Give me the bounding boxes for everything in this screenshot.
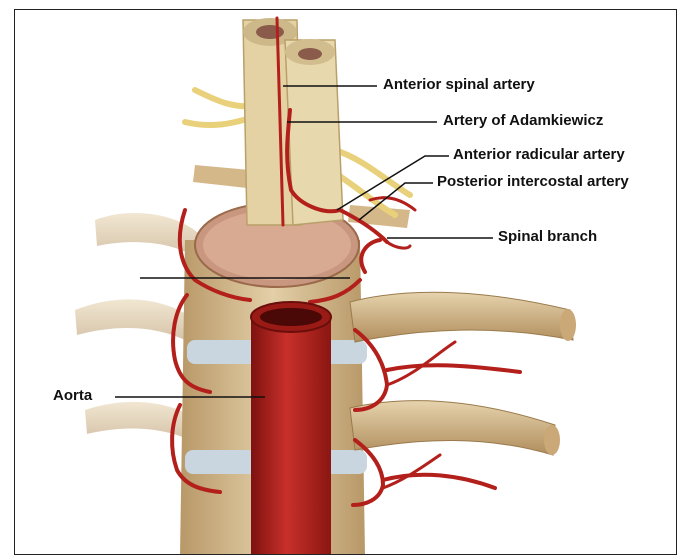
label-artery-of-adamkiewicz: Artery of Adamkiewicz [443, 112, 603, 129]
label-posterior-intercostal-artery: Posterior intercostal artery [437, 173, 629, 190]
label-anterior-radicular-artery: Anterior radicular artery [453, 146, 625, 163]
label-anterior-spinal-artery: Anterior spinal artery [383, 76, 535, 93]
label-aorta: Aorta [53, 387, 92, 404]
aorta-vessel [251, 302, 331, 555]
label-spinal-branch: Spinal branch [498, 228, 597, 245]
anatomy-illustration [15, 10, 677, 555]
diagram-frame: Anterior spinal artery Artery of Adamkie… [14, 9, 677, 555]
